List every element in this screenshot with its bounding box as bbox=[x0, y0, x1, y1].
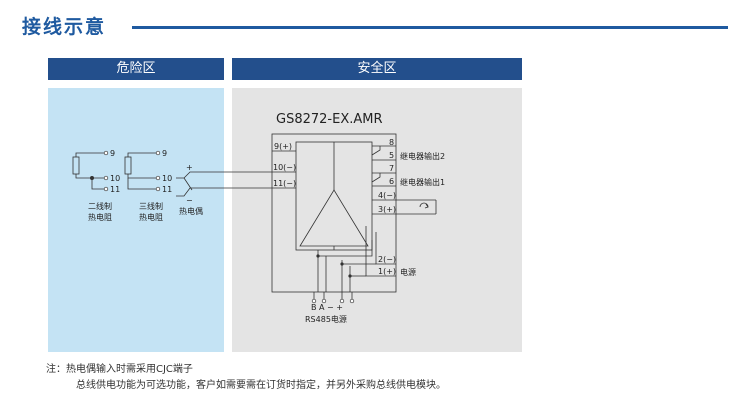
hazard-zone-area bbox=[48, 88, 224, 352]
rtd3-terminal-9: 9 bbox=[162, 149, 167, 158]
rtd2-terminal-9: 9 bbox=[110, 149, 115, 158]
rtd2-resistor bbox=[72, 156, 80, 175]
terminal-9: 9(+) bbox=[274, 142, 292, 151]
safe-zone-header: 安全区 bbox=[232, 58, 522, 80]
terminal-8: 8 bbox=[389, 138, 394, 147]
rs485-power-label: RS485电源 bbox=[305, 314, 347, 324]
relay-output-2-label: 继电器输出2 bbox=[400, 151, 445, 161]
rtd2-terminal-10: 10 bbox=[110, 174, 120, 183]
note-line-1: 注：热电偶输入时需采用CJC端子 bbox=[46, 364, 193, 375]
relay-output-1-label: 继电器输出1 bbox=[400, 177, 445, 187]
terminal-11: 11(−) bbox=[273, 179, 296, 188]
rtd3-terminal-10: 10 bbox=[162, 174, 172, 183]
rtd2-terminal-11: 11 bbox=[110, 185, 120, 194]
rtd2-label-line1: 二线制 bbox=[88, 201, 112, 211]
thermocouple-label: 热电偶 bbox=[179, 206, 203, 216]
bus-pin-labels: B A − + bbox=[311, 303, 343, 312]
rtd3-label-line1: 三线制 bbox=[139, 201, 163, 211]
thermocouple-plus: + bbox=[186, 163, 193, 172]
rtd2-label-line2: 热电阻 bbox=[88, 212, 112, 222]
note-line-2: 总线供电功能为可选功能，客户如需要需在订货时指定，并另外采购总线供电模块。 bbox=[76, 380, 446, 391]
terminal-4: 4(−) bbox=[378, 191, 396, 200]
terminal-10: 10(−) bbox=[273, 163, 296, 172]
power-label: 电源 bbox=[400, 267, 416, 277]
terminal-1: 1(+) bbox=[378, 267, 396, 276]
amplifier-triangle bbox=[299, 189, 369, 247]
terminal-2: 2(−) bbox=[378, 255, 396, 264]
rtd3-terminal-11: 11 bbox=[162, 185, 172, 194]
terminal-5: 5 bbox=[389, 151, 394, 160]
safe-zone-area bbox=[232, 88, 522, 352]
page-title: 接线示意 bbox=[22, 16, 107, 38]
title-rule bbox=[132, 26, 728, 29]
rtd3-label-line2: 热电阻 bbox=[139, 212, 163, 222]
terminal-6: 6 bbox=[389, 177, 394, 186]
hazard-zone-header: 危险区 bbox=[48, 58, 224, 80]
terminal-3: 3(+) bbox=[378, 205, 396, 214]
module-enclosure bbox=[271, 133, 397, 293]
module-model: GS8272-EX.AMR bbox=[276, 112, 383, 127]
thermocouple-minus: − bbox=[186, 196, 193, 205]
rtd3-resistor bbox=[124, 156, 132, 175]
terminal-7: 7 bbox=[389, 164, 394, 173]
